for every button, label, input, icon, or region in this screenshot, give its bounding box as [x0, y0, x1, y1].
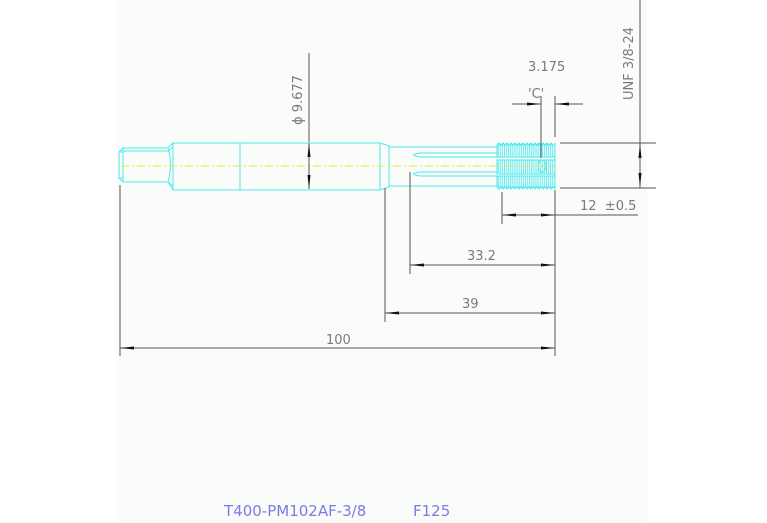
thread-length-label: 12 ±0.5	[580, 199, 636, 214]
part-number: T400-PM102AF-3/8	[223, 502, 366, 520]
drawing-sheet	[117, 0, 647, 523]
thread-spec-label: UNF 3/8-24	[622, 27, 637, 100]
neck-length-label: 39	[462, 297, 479, 312]
pitch-c-label: 'C'	[528, 87, 544, 102]
dimension-lines	[119, 0, 656, 356]
part-code: F125	[413, 502, 450, 520]
pitch-value-label: 3.175	[528, 60, 565, 75]
diameter-label: ϕ 9.677	[291, 75, 306, 125]
overall-length-label: 100	[326, 333, 351, 348]
flute-length-label: 33.2	[467, 249, 496, 264]
